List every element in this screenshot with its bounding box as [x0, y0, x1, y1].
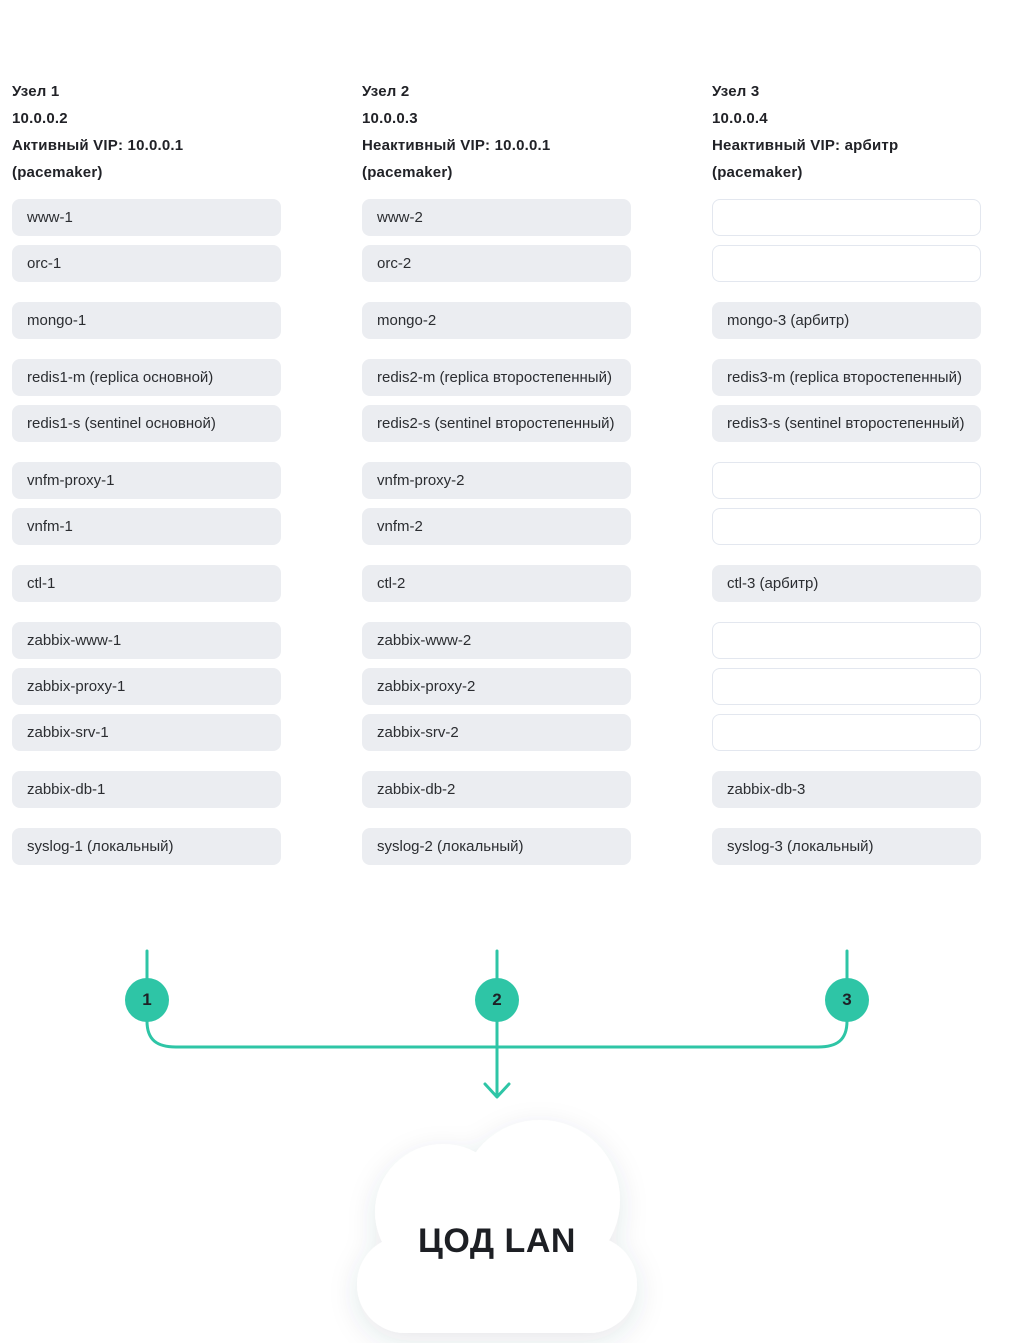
connector-arrow-head	[483, 1082, 511, 1099]
node-3-group-zabbix-db: zabbix-db-3	[712, 771, 981, 808]
service-box-zabbix-srv-2: zabbix-srv-2	[362, 714, 631, 751]
empty-slot-zabbix-www-3	[712, 622, 981, 659]
node-marker-1: 1	[125, 978, 169, 1022]
service-box-zabbix-db-3: zabbix-db-3	[712, 771, 981, 808]
empty-slot-zabbix-srv-3	[712, 714, 981, 751]
node-2-header: Узел 2 10.0.0.3 Неактивный VIP: 10.0.0.1…	[362, 78, 631, 186]
service-box-redis2-m: redis2-m (replica второстепенный)	[362, 359, 631, 396]
empty-slot-vnfm-proxy-3	[712, 462, 981, 499]
node-3-title: Узел 3	[712, 83, 760, 100]
node-3-group-ctl: ctl-3 (арбитр)	[712, 565, 981, 602]
node-1-group-syslog: syslog-1 (локальный)	[12, 828, 281, 865]
service-box-zabbix-proxy-1: zabbix-proxy-1	[12, 668, 281, 705]
node-1-group-redis: redis1-m (replica основной) redis1-s (se…	[12, 359, 281, 442]
node-1-group-ctl: ctl-1	[12, 565, 281, 602]
service-box-vnfm-proxy-1: vnfm-proxy-1	[12, 462, 281, 499]
node-2-title: Узел 2	[362, 83, 410, 100]
node-1-cluster-label: (pacemaker)	[12, 164, 103, 181]
node-2-group-vnfm: vnfm-proxy-2 vnfm-2	[362, 462, 631, 545]
node-column-3: Узел 3 10.0.0.4 Неактивный VIP: арбитр (…	[712, 78, 981, 885]
node-3-group-syslog: syslog-3 (локальный)	[712, 828, 981, 865]
service-box-orc-2: orc-2	[362, 245, 631, 282]
service-box-ctl-1: ctl-1	[12, 565, 281, 602]
service-box-orc-1: orc-1	[12, 245, 281, 282]
service-box-mongo-3: mongo-3 (арбитр)	[712, 302, 981, 339]
node-column-1: Узел 1 10.0.0.2 Активный VIP: 10.0.0.1 (…	[12, 78, 281, 885]
node-1-group-web: www-1 orc-1	[12, 199, 281, 282]
node-2-cluster-label: (pacemaker)	[362, 164, 453, 181]
empty-slot-www-3	[712, 199, 981, 236]
node-1-group-zabbix: zabbix-www-1 zabbix-proxy-1 zabbix-srv-1	[12, 622, 281, 751]
service-box-syslog-1: syslog-1 (локальный)	[12, 828, 281, 865]
node-2-group-redis: redis2-m (replica второстепенный) redis2…	[362, 359, 631, 442]
service-box-redis2-s: redis2-s (sentinel второстепенный)	[362, 405, 631, 442]
node-2-group-mongo: mongo-2	[362, 302, 631, 339]
service-box-redis1-s: redis1-s (sentinel основной)	[12, 405, 281, 442]
node-2-vip-status: Неактивный VIP: 10.0.0.1	[362, 137, 551, 154]
node-3-group-web	[712, 199, 981, 282]
node-3-group-redis: redis3-m (replica второстепенный) redis3…	[712, 359, 981, 442]
service-box-mongo-2: mongo-2	[362, 302, 631, 339]
service-box-vnfm-2: vnfm-2	[362, 508, 631, 545]
service-box-zabbix-srv-1: zabbix-srv-1	[12, 714, 281, 751]
cloud-label: ЦОД LAN	[418, 1222, 576, 1260]
node-2-ip: 10.0.0.3	[362, 110, 418, 127]
node-2-group-web: www-2 orc-2	[362, 199, 631, 282]
empty-slot-zabbix-proxy-3	[712, 668, 981, 705]
node-1-title: Узел 1	[12, 83, 60, 100]
service-box-vnfm-proxy-2: vnfm-proxy-2	[362, 462, 631, 499]
node-1-header: Узел 1 10.0.0.2 Активный VIP: 10.0.0.1 (…	[12, 78, 281, 186]
service-box-zabbix-db-1: zabbix-db-1	[12, 771, 281, 808]
node-2-group-zabbix: zabbix-www-2 zabbix-proxy-2 zabbix-srv-2	[362, 622, 631, 751]
service-box-redis1-m: redis1-m (replica основной)	[12, 359, 281, 396]
service-box-www-2: www-2	[362, 199, 631, 236]
service-box-www-1: www-1	[12, 199, 281, 236]
empty-slot-orc-3	[712, 245, 981, 282]
node-column-2: Узел 2 10.0.0.3 Неактивный VIP: 10.0.0.1…	[362, 78, 631, 885]
connector-bracket	[145, 1018, 849, 1049]
node-marker-3: 3	[825, 978, 869, 1022]
node-3-group-zabbix	[712, 622, 981, 751]
service-box-zabbix-www-2: zabbix-www-2	[362, 622, 631, 659]
service-box-zabbix-db-2: zabbix-db-2	[362, 771, 631, 808]
service-box-mongo-1: mongo-1	[12, 302, 281, 339]
node-1-group-mongo: mongo-1	[12, 302, 281, 339]
service-box-vnfm-1: vnfm-1	[12, 508, 281, 545]
service-box-zabbix-proxy-2: zabbix-proxy-2	[362, 668, 631, 705]
service-box-zabbix-www-1: zabbix-www-1	[12, 622, 281, 659]
service-box-syslog-2: syslog-2 (локальный)	[362, 828, 631, 865]
node-1-group-vnfm: vnfm-proxy-1 vnfm-1	[12, 462, 281, 545]
node-2-group-zabbix-db: zabbix-db-2	[362, 771, 631, 808]
node-3-header: Узел 3 10.0.0.4 Неактивный VIP: арбитр (…	[712, 78, 981, 186]
node-3-vip-status: Неактивный VIP: арбитр	[712, 137, 899, 154]
node-1-ip: 10.0.0.2	[12, 110, 68, 127]
service-box-redis3-s: redis3-s (sentinel второстепенный)	[712, 405, 981, 442]
empty-slot-vnfm-3	[712, 508, 981, 545]
service-box-ctl-2: ctl-2	[362, 565, 631, 602]
service-box-redis3-m: redis3-m (replica второстепенный)	[712, 359, 981, 396]
service-box-ctl-3: ctl-3 (арбитр)	[712, 565, 981, 602]
node-2-group-syslog: syslog-2 (локальный)	[362, 828, 631, 865]
service-box-syslog-3: syslog-3 (локальный)	[712, 828, 981, 865]
node-3-group-vnfm	[712, 462, 981, 545]
node-3-ip: 10.0.0.4	[712, 110, 768, 127]
node-1-group-zabbix-db: zabbix-db-1	[12, 771, 281, 808]
node-3-cluster-label: (pacemaker)	[712, 164, 803, 181]
node-1-vip-status: Активный VIP: 10.0.0.1	[12, 137, 184, 154]
node-marker-2: 2	[475, 978, 519, 1022]
node-2-group-ctl: ctl-2	[362, 565, 631, 602]
node-3-group-mongo: mongo-3 (арбитр)	[712, 302, 981, 339]
